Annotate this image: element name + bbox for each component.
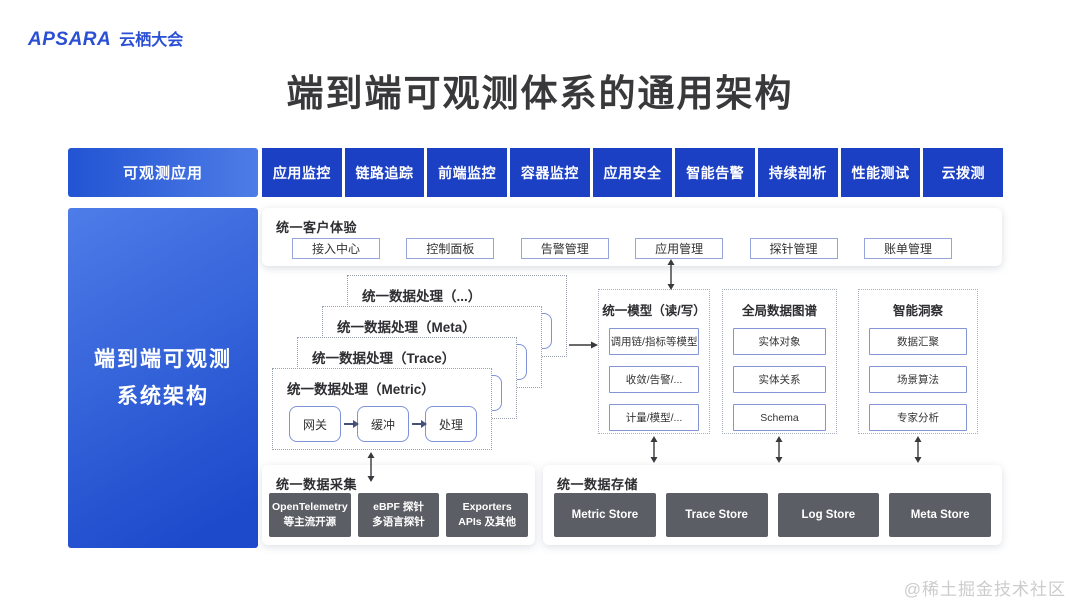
graph-item-entity-relation: 实体关系 [733, 366, 826, 393]
product-button-profiling: 持续剖析 [758, 148, 838, 197]
architecture-side-label: 端到端可观测 系统架构 [94, 341, 232, 415]
product-button-synthetic: 云拨测 [923, 148, 1004, 197]
insight-item-data-aggregation: 数据汇聚 [869, 328, 967, 355]
collection-item-line1: Exporters [462, 500, 512, 513]
storage-items-row: Metric Store Trace Store Log Store Meta … [554, 493, 991, 537]
pipeline-row: 网关 缓冲 处理 [289, 406, 477, 442]
data-storage-title: 统一数据存储 [557, 477, 639, 492]
side-label-line2: 系统架构 [117, 385, 209, 408]
collection-item-line2: 多语言探针 [372, 516, 425, 528]
processing-card-title: 统一数据处理（Metric） [287, 382, 435, 397]
collection-item-line1: eBPF 探针 [373, 500, 424, 513]
global-data-graph-title: 全局数据图谱 [741, 304, 817, 318]
storage-item-metric-store: Metric Store [554, 493, 656, 537]
pipeline-step-gateway: 网关 [289, 406, 341, 442]
storage-item-meta-store: Meta Store [889, 493, 991, 537]
global-data-graph-panel: 全局数据图谱 实体对象 实体关系 Schema [722, 289, 837, 434]
product-button-alerting: 智能告警 [675, 148, 756, 197]
experience-panel: 统一客户体验 接入中心 控制面板 告警管理 应用管理 探针管理 账单管理 [262, 208, 1002, 266]
insight-item-expert-analysis: 专家分析 [869, 404, 967, 431]
experience-item-app-mgmt: 应用管理 [635, 238, 724, 259]
model-item-trace-metric-models: 调用链/指标等模型 [609, 328, 699, 355]
processing-card-metric: 统一数据处理（Metric） 网关 缓冲 处理 [272, 368, 492, 450]
experience-item-access-center: 接入中心 [292, 238, 380, 259]
unified-model-panel: 统一模型（读/写） 调用链/指标等模型 收敛/告警/... 计量/模型/... [598, 289, 710, 434]
product-button-app-monitoring: 应用监控 [262, 148, 342, 197]
unified-model-title: 统一模型（读/写） [602, 304, 706, 318]
insight-item-scene-algorithm: 场景算法 [869, 366, 967, 393]
collection-item-opentelemetry: OpenTelemetry 等主流开源 [269, 493, 351, 537]
processing-card-title: 统一数据处理（Meta） [337, 320, 476, 335]
logo-event-name: 云栖大会 [119, 32, 184, 49]
apsara-wordmark: APSARA [28, 29, 112, 50]
slide-title: 端到端可观测体系的通用架构 [286, 73, 794, 114]
apsara-logo: APSARA 云栖大会 [28, 26, 183, 51]
right-arrow-icon [412, 420, 427, 428]
storage-item-trace-store: Trace Store [665, 493, 768, 537]
experience-item-alert-mgmt: 告警管理 [520, 238, 609, 259]
processing-card-title: 统一数据处理（...） [362, 289, 482, 304]
collection-item-line1: OpenTelemetry [272, 500, 348, 513]
graph-item-entity-object: 实体对象 [733, 328, 826, 355]
intelligent-insight-panel: 智能洞察 数据汇聚 场景算法 专家分析 [858, 289, 978, 434]
intelligent-insight-title: 智能洞察 [892, 304, 943, 318]
pipeline-step-buffer: 缓冲 [357, 406, 409, 442]
experience-item-control-panel: 控制面板 [406, 238, 495, 259]
model-item-converge-alert: 收敛/告警/... [609, 366, 699, 393]
observable-apps-header: 可观测应用 [68, 148, 258, 197]
storage-item-log-store: Log Store [777, 493, 880, 537]
architecture-side-panel: 端到端可观测 系统架构 [68, 208, 258, 548]
side-label-line1: 端到端可观测 [94, 348, 232, 371]
product-button-row: 应用监控 链路追踪 前端监控 容器监控 应用安全 智能告警 持续剖析 性能测试 … [262, 148, 1004, 197]
experience-item-probe-mgmt: 探针管理 [749, 238, 838, 259]
experience-panel-title: 统一客户体验 [276, 220, 358, 235]
data-collection-panel: 统一数据采集 OpenTelemetry 等主流开源 eBPF 探针 多语言探针… [262, 465, 535, 545]
collection-item-ebpf: eBPF 探针 多语言探针 [357, 493, 440, 537]
product-button-container: 容器监控 [510, 148, 590, 197]
model-item-metering-model: 计量/模型/... [609, 404, 699, 431]
right-arrow-icon [344, 420, 359, 428]
pipeline-step-process: 处理 [425, 406, 477, 442]
watermark: @稀土掘金技术社区 [903, 580, 1066, 599]
collection-item-line2: 等主流开源 [283, 516, 337, 528]
collection-items-row: OpenTelemetry 等主流开源 eBPF 探针 多语言探针 Export… [269, 493, 529, 537]
collection-item-line2: APIs 及其他 [458, 516, 517, 528]
data-collection-title: 统一数据采集 [276, 477, 358, 492]
product-button-frontend: 前端监控 [427, 148, 508, 197]
collection-item-exporters: Exporters APIs 及其他 [446, 493, 529, 537]
product-button-perf-test: 性能测试 [840, 148, 921, 197]
product-button-security: 应用安全 [592, 148, 673, 197]
experience-item-billing-mgmt: 账单管理 [863, 238, 952, 259]
graph-item-schema: Schema [733, 404, 826, 431]
experience-items-row: 接入中心 控制面板 告警管理 应用管理 探针管理 账单管理 [292, 238, 952, 259]
processing-card-title: 统一数据处理（Trace） [312, 351, 456, 366]
data-storage-panel: 统一数据存储 Metric Store Trace Store Log Stor… [543, 465, 1002, 545]
product-button-trace: 链路追踪 [344, 148, 425, 197]
